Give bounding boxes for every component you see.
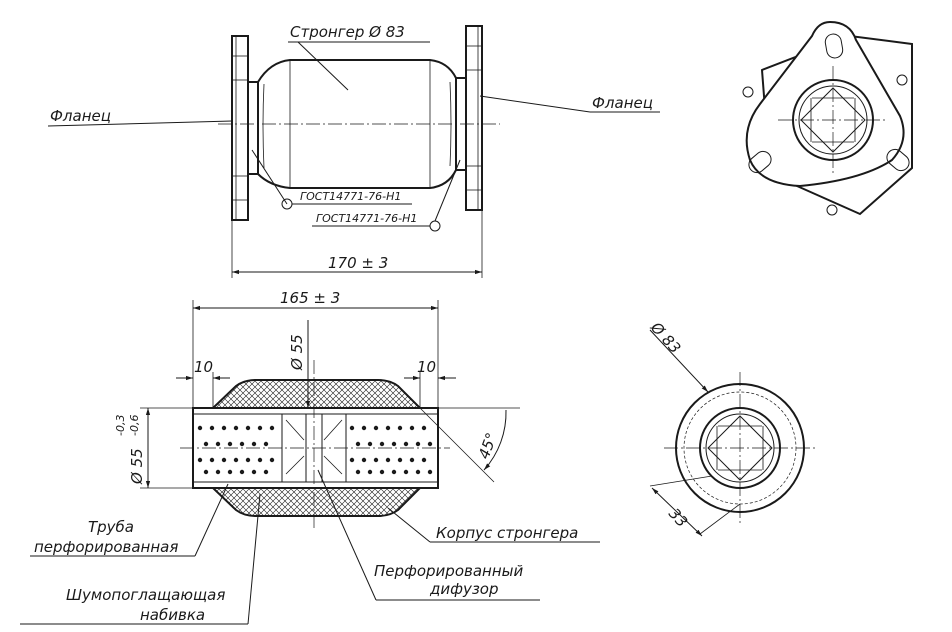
perforation-hole bbox=[221, 457, 227, 463]
perforation-hole bbox=[233, 425, 239, 431]
stronger-dia-label: Стронгер Ø 83 bbox=[290, 23, 405, 41]
perforation-hole bbox=[209, 425, 215, 431]
perforation-hole bbox=[215, 441, 221, 447]
packing-label-1: Шумопоглащающая bbox=[66, 586, 225, 604]
perforation-hole bbox=[251, 469, 257, 475]
perforation-hole bbox=[427, 441, 433, 447]
perforation-hole bbox=[197, 425, 203, 431]
perforation-hole bbox=[409, 457, 415, 463]
perforation-hole bbox=[421, 425, 427, 431]
pipe-label-2: перфорированная bbox=[34, 538, 178, 556]
dim-55-tol-upper: -0,3 bbox=[114, 415, 127, 436]
perforation-hole bbox=[367, 469, 373, 475]
perforation-hole bbox=[197, 457, 203, 463]
perforation-hole bbox=[361, 457, 367, 463]
right-flange bbox=[465, 25, 483, 211]
stronger-end-view: Ø 83 33 bbox=[646, 318, 816, 537]
perforation-hole bbox=[269, 425, 275, 431]
perforation-hole bbox=[397, 457, 403, 463]
perforation-hole bbox=[397, 425, 403, 431]
side-view: Стронгер Ø 83 Фланец Фланец ГОСТ14771-76… bbox=[47, 23, 660, 278]
packing-lower bbox=[210, 487, 423, 517]
perforation-hole bbox=[239, 441, 245, 447]
perforation-hole bbox=[403, 469, 409, 475]
perforation-hole bbox=[263, 441, 269, 447]
perforation-hole bbox=[227, 469, 233, 475]
dim-55-top-label: Ø 55 bbox=[288, 334, 306, 371]
perforation-hole bbox=[215, 469, 221, 475]
perforation-hole bbox=[227, 441, 233, 447]
perforation-hole bbox=[373, 457, 379, 463]
perforation-hole bbox=[367, 441, 373, 447]
dim-55-tol-lower: -0,6 bbox=[128, 415, 141, 436]
gost-label-1: ГОСТ14771-76-Н1 bbox=[300, 190, 401, 203]
perforation-hole bbox=[355, 441, 361, 447]
flange-left-label: Фланец bbox=[50, 107, 111, 125]
flange-right-label: Фланец bbox=[592, 94, 653, 112]
perforation-hole bbox=[269, 457, 275, 463]
perforation-hole bbox=[257, 457, 263, 463]
dim-165-label: 165 ± 3 bbox=[280, 289, 340, 307]
dim-33-label: 33 bbox=[665, 505, 691, 531]
housing-label: Корпус стронгера bbox=[436, 524, 578, 542]
perforation-hole bbox=[391, 441, 397, 447]
perforation-hole bbox=[203, 441, 209, 447]
perforation-hole bbox=[245, 425, 251, 431]
perforation-hole bbox=[355, 469, 361, 475]
diffuser-label-1: Перфорированный bbox=[374, 562, 523, 580]
perforation-hole bbox=[403, 441, 409, 447]
perforation-hole bbox=[349, 457, 355, 463]
perforation-hole bbox=[209, 457, 215, 463]
perforation-hole bbox=[379, 441, 385, 447]
flange-end-view bbox=[742, 20, 913, 216]
pipe-label-1: Труба bbox=[88, 518, 134, 536]
perforation-hole bbox=[385, 425, 391, 431]
perforation-hole bbox=[245, 457, 251, 463]
dim-10-right-label: 10 bbox=[417, 358, 436, 376]
dim-55-tol-label: Ø 55 bbox=[128, 448, 146, 485]
dim-10-left-label: 10 bbox=[194, 358, 213, 376]
left-flange bbox=[231, 35, 249, 221]
perforation-hole bbox=[361, 425, 367, 431]
packing-upper bbox=[210, 379, 423, 409]
perforation-hole bbox=[239, 469, 245, 475]
packing-label-2: набивка bbox=[140, 606, 205, 624]
perforation-hole bbox=[373, 425, 379, 431]
perforation-hole bbox=[233, 457, 239, 463]
perforation-hole bbox=[251, 441, 257, 447]
perforation-hole bbox=[391, 469, 397, 475]
perforation-hole bbox=[263, 469, 269, 475]
perforation-hole bbox=[427, 469, 433, 475]
dim-170-label: 170 ± 3 bbox=[328, 254, 388, 272]
gost-label-2: ГОСТ14771-76-Н1 bbox=[316, 212, 417, 225]
perforation-holes bbox=[197, 425, 433, 475]
perforation-hole bbox=[385, 457, 391, 463]
perforation-hole bbox=[221, 425, 227, 431]
dim-45-label: 45° bbox=[475, 430, 501, 461]
diffuser-label-2: дифузор bbox=[429, 580, 499, 598]
perforation-hole bbox=[257, 425, 263, 431]
perforation-hole bbox=[203, 469, 209, 475]
perforation-hole bbox=[409, 425, 415, 431]
perforation-hole bbox=[421, 457, 427, 463]
perforation-hole bbox=[415, 441, 421, 447]
perforation-hole bbox=[415, 469, 421, 475]
perforation-hole bbox=[379, 469, 385, 475]
section-view: 165 ± 3 10 10 Ø 55 Ø 55 -0,3 -0,6 45° Тр… bbox=[20, 289, 600, 625]
dim-83-label: Ø 83 bbox=[646, 318, 684, 357]
perforation-hole bbox=[349, 425, 355, 431]
